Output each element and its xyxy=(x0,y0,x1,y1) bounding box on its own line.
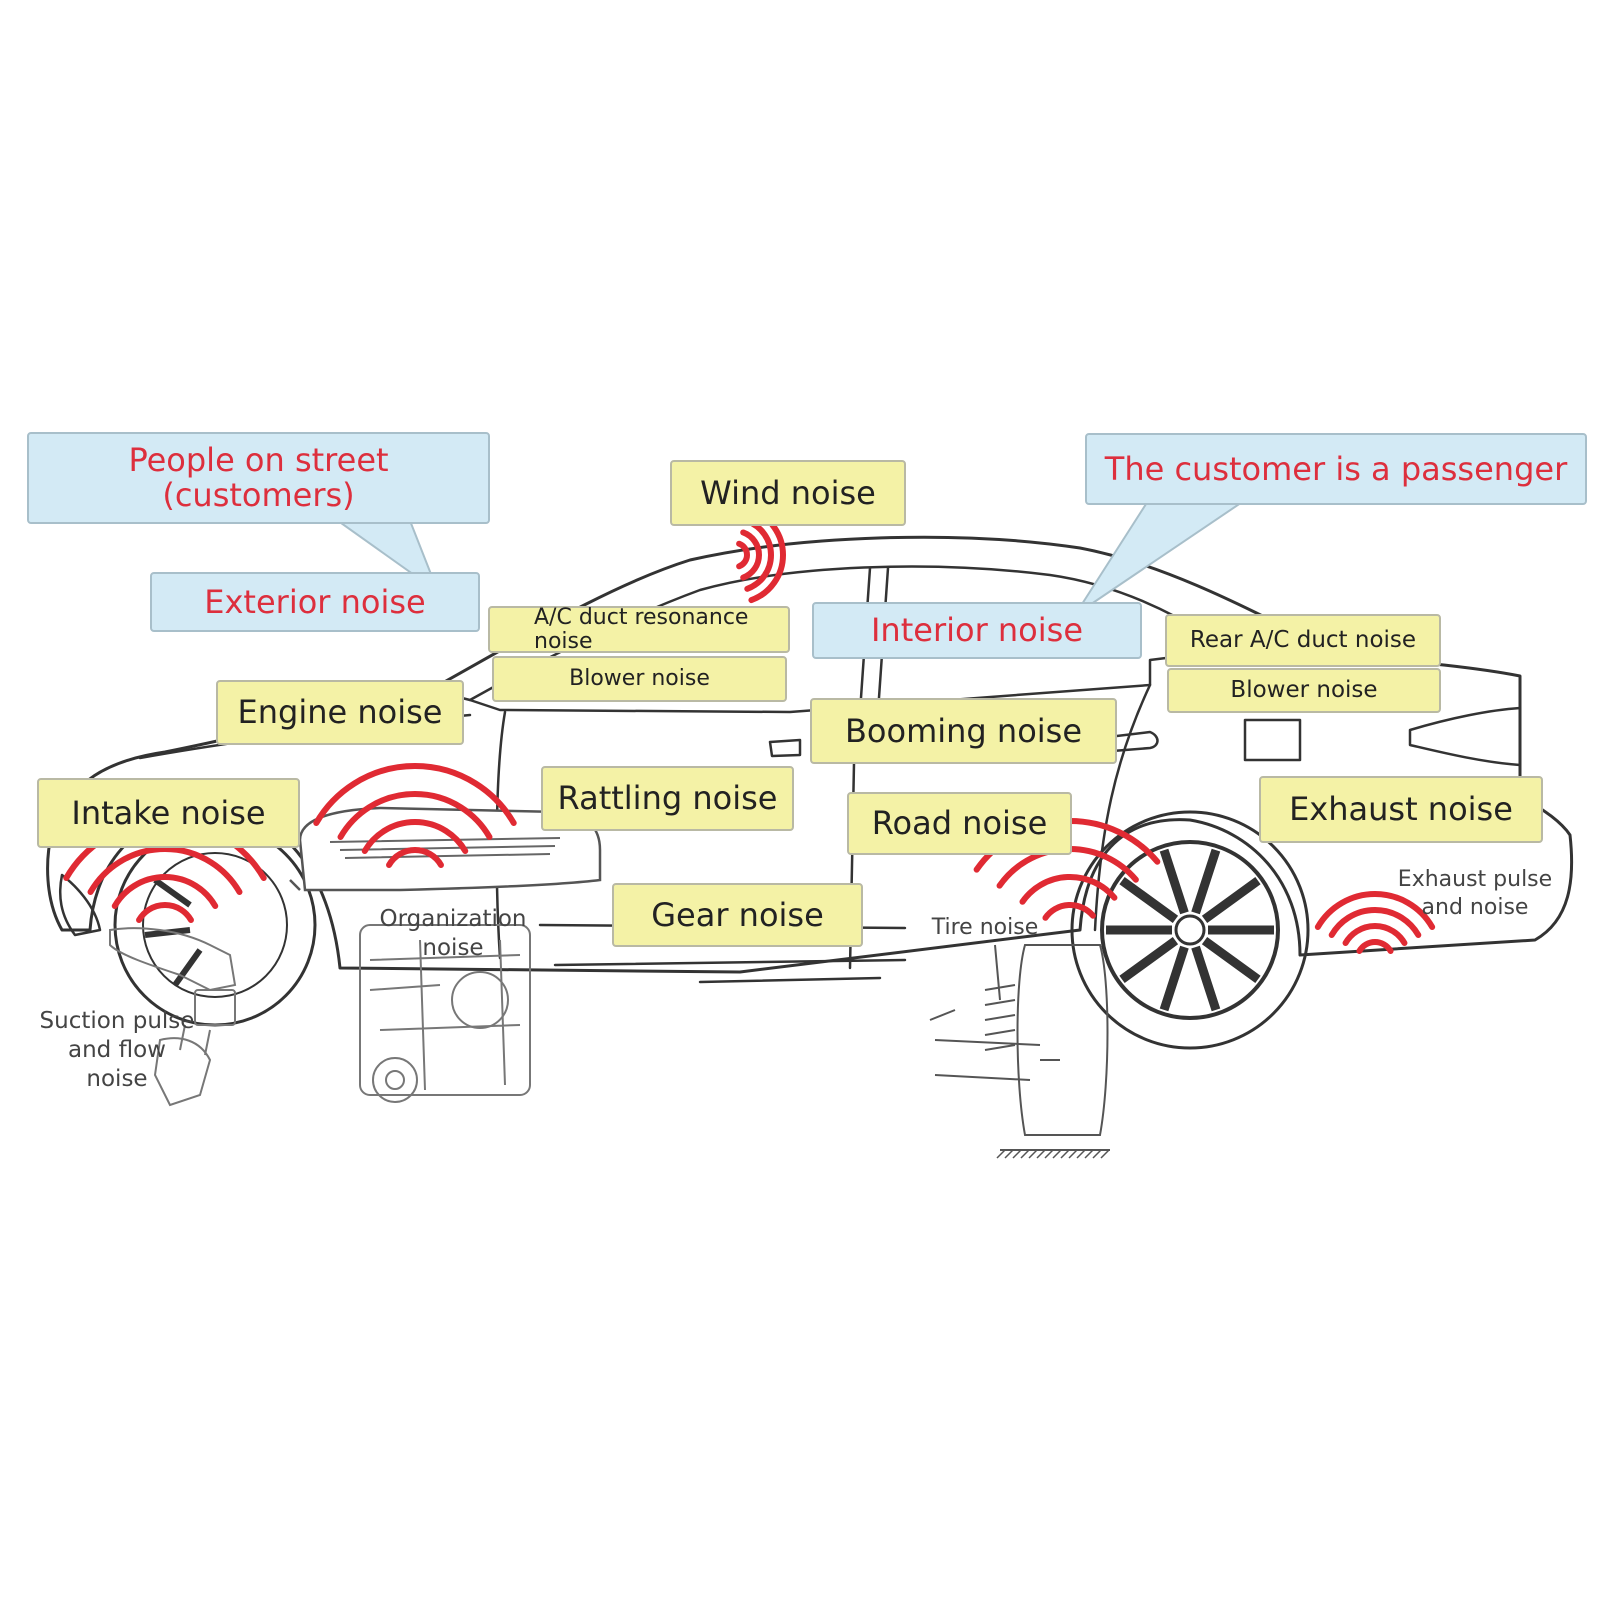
road-noise-label: Road noise xyxy=(847,792,1072,855)
wind-waves-arc xyxy=(736,540,750,570)
car-taillight xyxy=(1408,706,1522,767)
engine-waves-arc xyxy=(361,819,469,854)
road-waves-arc xyxy=(1042,902,1096,921)
gear-noise-label: Gear noise xyxy=(612,883,863,947)
exhaust-pulse-text: Exhaust pulse and noise xyxy=(1397,867,1553,920)
customer-passenger-text: The customer is a passenger xyxy=(1104,449,1568,488)
engine-noise-label: Engine noise xyxy=(216,680,464,745)
wind-waves-arc xyxy=(740,529,762,581)
intake-noise-label: Intake noise xyxy=(37,778,300,848)
exhaust-noise-label: Exhaust noise xyxy=(1259,776,1543,843)
car-door-handle xyxy=(1098,730,1159,754)
blower-noise-front-label: Blower noise xyxy=(492,656,787,702)
interior-noise-label: Interior noise xyxy=(812,602,1142,659)
exhaust-waves-arc xyxy=(1342,923,1408,946)
road-waves-arc xyxy=(1019,874,1118,905)
exhaust-waves-arc xyxy=(1328,907,1422,938)
intake-waves-arc xyxy=(111,874,219,909)
customer-passenger-callout: The customer is a passenger xyxy=(1085,433,1587,505)
engine-waves-arc xyxy=(337,791,493,840)
engine-waves-arc xyxy=(386,847,444,868)
intake-manifold xyxy=(109,927,237,1107)
exterior-noise-label: Exterior noise xyxy=(150,572,480,632)
rattling-noise-label: Rattling noise xyxy=(541,766,794,831)
people-on-street-text: People on street (customers) xyxy=(128,441,389,514)
booming-noise-label: Booming noise xyxy=(810,698,1117,764)
people-on-street-callout: People on street (customers) xyxy=(27,432,490,524)
suspension xyxy=(929,944,1110,1159)
passenger-callout-tail xyxy=(1074,489,1264,616)
exhaust-waves-arc xyxy=(1356,939,1394,954)
blower-noise-rear-label: Blower noise xyxy=(1167,668,1441,713)
car-headlight xyxy=(59,873,102,937)
ac-duct-resonance-label: A/C duct resonance noise xyxy=(488,605,790,653)
wind-noise-label: Wind noise xyxy=(670,460,906,526)
rear-wheel xyxy=(1070,810,1310,1050)
car-mirror xyxy=(768,738,802,758)
tire-noise-text: Tire noise xyxy=(931,915,1039,940)
engine-block xyxy=(359,924,531,1103)
wind-waves-arc xyxy=(744,518,774,592)
exhaust-waves-arc xyxy=(1314,891,1436,930)
car-rear-window xyxy=(1243,718,1302,762)
intake-waves-arc xyxy=(87,846,243,895)
suction-pulse-text: Suction pulse and flow noise xyxy=(39,1008,195,1092)
organization-noise-text: Organization noise xyxy=(379,906,527,961)
engine-waves-arc xyxy=(313,763,517,826)
rear-ac-duct-label: Rear A/C duct noise xyxy=(1165,614,1441,667)
intake-waves-arc xyxy=(136,902,194,923)
